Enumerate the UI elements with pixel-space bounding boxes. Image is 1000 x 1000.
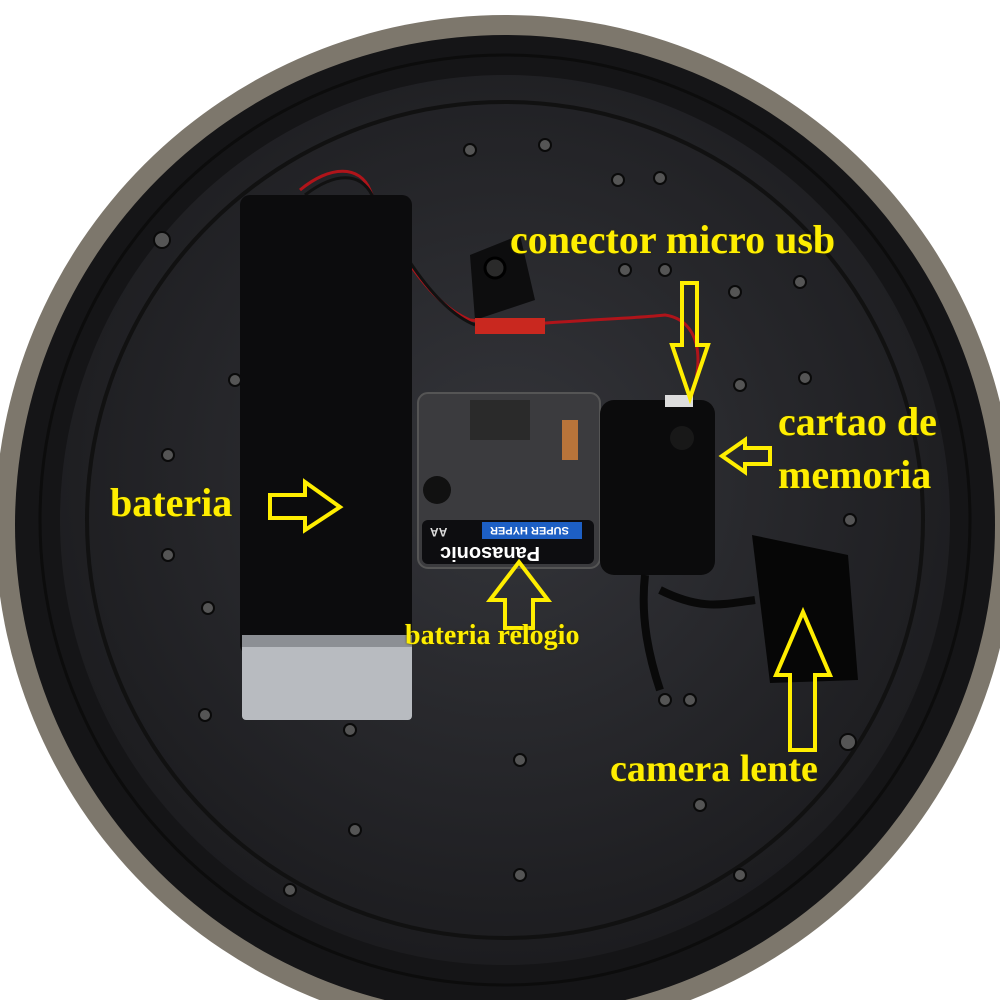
memory-card-arrow [718,436,772,476]
usb-connector-label: conector micro usb [510,217,836,262]
memory-card-label-line1: cartao de [778,399,937,444]
plate-ring-outer [38,53,972,987]
aa-battery-brand: Panasonic [440,542,541,564]
battery-arrow [268,478,344,534]
clock-battery-arrow [485,558,553,630]
clock-battery-label: bateria relogio [405,620,580,651]
camera-module [600,395,756,692]
annotation-arrows [268,281,834,752]
plate-ring [85,100,925,940]
camera-lens-label: camera lente [610,748,818,790]
aa-battery-line: SUPER HYPER [490,524,569,536]
aa-battery [422,520,594,564]
battery-label: bateria [110,480,233,525]
camera-lens-housing [752,535,858,683]
lipo-battery [240,195,412,720]
camera-lens-arrow [772,606,834,752]
screw-holes [153,138,857,897]
aa-battery-size: AA [430,525,448,539]
memory-card-label-line2: memoria [778,452,932,497]
red-connector [475,318,545,334]
usb-connector-arrow [669,281,711,405]
hanger-bracket [470,235,535,320]
